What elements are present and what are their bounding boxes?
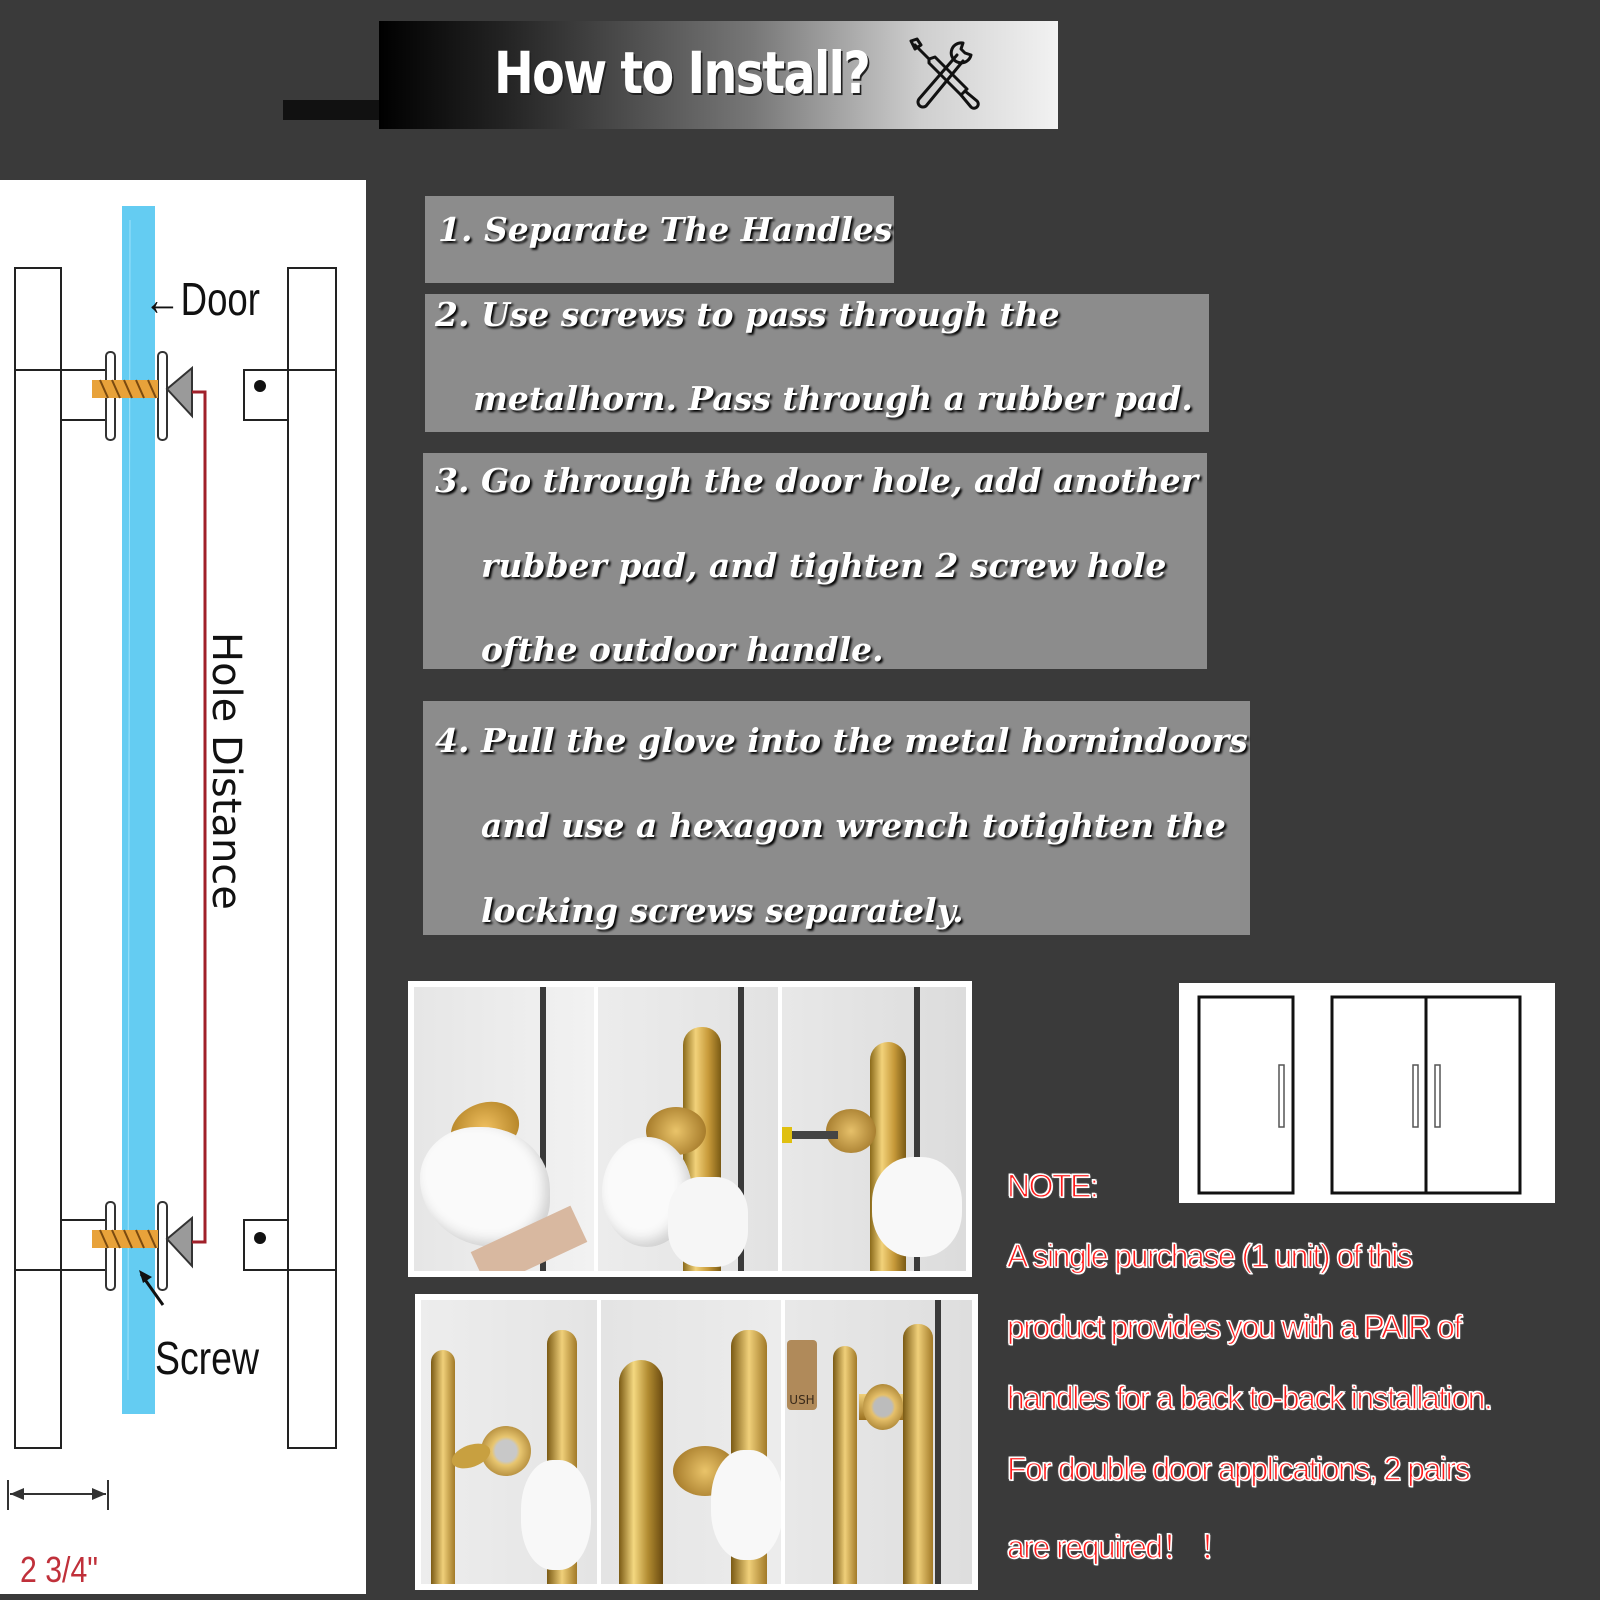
step-1-line-1: 1. Separate The Handles bbox=[438, 210, 893, 249]
photo-strip-top bbox=[408, 981, 972, 1277]
wrench-screwdriver-icon bbox=[909, 37, 980, 110]
header-banner: How to Install? bbox=[379, 21, 1058, 129]
single-door bbox=[1197, 995, 1295, 1195]
bottom-fixing bbox=[92, 1201, 193, 1291]
step-2-box: 2. Use screws to pass through the metalh… bbox=[425, 294, 1209, 432]
note-line-5: are required！ ！ bbox=[1006, 1528, 1232, 1565]
note-line-4: For double door applications, 2 pairs bbox=[1006, 1450, 1471, 1487]
step-4-box: 4. Pull the glove into the metal hornind… bbox=[423, 701, 1250, 935]
door-configuration-drawing bbox=[1197, 995, 1522, 1195]
width-dimension bbox=[7, 1480, 109, 1510]
note-heading: NOTE: bbox=[1006, 1167, 1099, 1204]
step-3-line-3: ofthe outdoor handle. bbox=[481, 630, 884, 669]
step-3-box: 3. Go through the door hole, add another… bbox=[423, 453, 1207, 669]
width-label: 2 3/4" bbox=[20, 1549, 98, 1590]
hole-distance-bracket bbox=[192, 390, 207, 1244]
note-line-2: product provides you with a PAIR of bbox=[1006, 1308, 1463, 1345]
step-3-line-1: 3. Go through the door hole, add another bbox=[435, 461, 1199, 500]
glove-installing-rosette-photo bbox=[414, 987, 594, 1271]
photo-strip-bottom: USH bbox=[415, 1294, 978, 1590]
step-3-line-2: rubber pad, and tighten 2 screw hole bbox=[481, 546, 1167, 585]
step-1-box: 1. Separate The Handles bbox=[425, 196, 894, 283]
right-handle bbox=[243, 267, 337, 1449]
banner-shadow bbox=[283, 100, 383, 120]
left-handle bbox=[14, 267, 108, 1449]
push-sign: USH bbox=[787, 1340, 817, 1410]
diagram-drawing: ←Door Hole Distance Screw 2 3/4" bbox=[7, 206, 337, 1590]
gold-handle-tightening-photo bbox=[601, 1300, 781, 1584]
glass-door bbox=[122, 206, 155, 1414]
top-fixing bbox=[92, 351, 193, 441]
page-title: How to Install? bbox=[494, 39, 871, 107]
note-line-3: handles for a back to-back installation. bbox=[1006, 1379, 1493, 1416]
handle-on-glass-photo bbox=[598, 987, 778, 1271]
screw-label: Screw bbox=[155, 1332, 260, 1384]
gold-handle-rosette-photo bbox=[421, 1300, 597, 1584]
installation-diagram: ←Door Hole Distance Screw 2 3/4" bbox=[0, 180, 366, 1594]
note-line-1: A single purchase (1 unit) of this bbox=[1006, 1237, 1413, 1274]
double-door-left bbox=[1330, 995, 1428, 1195]
installed-handle-push-sign-photo: USH bbox=[785, 1300, 972, 1584]
step-4-line-2: and use a hexagon wrench totighten the bbox=[481, 806, 1226, 845]
step-2-line-2: metalhorn. Pass through a rubber pad. bbox=[473, 379, 1193, 418]
screwdriver-tightening-photo bbox=[782, 987, 966, 1271]
double-door-right bbox=[1424, 995, 1522, 1195]
hole-distance-label: Hole Distance bbox=[203, 632, 249, 910]
door-label: ←Door bbox=[144, 273, 260, 325]
step-2-line-1: 2. Use screws to pass through the bbox=[435, 295, 1060, 334]
step-4-line-3: locking screws separately. bbox=[481, 891, 964, 930]
door-configuration-diagram bbox=[1179, 983, 1555, 1203]
step-4-line-1: 4. Pull the glove into the metal hornind… bbox=[435, 721, 1248, 760]
